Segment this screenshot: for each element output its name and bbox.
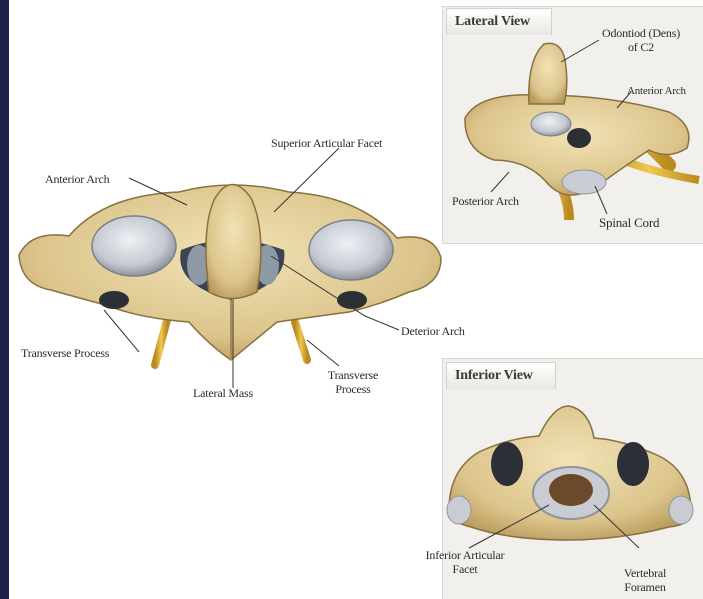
label-transverse-process-right-line2: Process <box>323 382 383 396</box>
label-lateral-anterior-arch: Anterior Arch <box>627 84 686 98</box>
label-inferior-articular-facet: Inferior Articular Facet <box>405 548 525 576</box>
inferior-view-title: Inferior View <box>455 368 533 384</box>
label-anterior-arch: Anterior Arch <box>45 172 109 186</box>
lateral-view-title: Lateral View <box>455 14 530 30</box>
label-vertebral-foramen: Vertebral Foramen <box>605 566 685 594</box>
label-vertebral-line1: Vertebral <box>605 566 685 580</box>
inferior-atlas-group <box>447 406 693 540</box>
label-deterior-arch: Deterior Arch <box>401 324 465 338</box>
atlas-illustration <box>9 0 703 599</box>
label-posterior-arch: Posterior Arch <box>452 194 519 208</box>
label-spinal-cord: Spinal Cord <box>599 216 659 230</box>
label-inferior-articular-line2: Facet <box>405 562 525 576</box>
label-odontoid: Odontiod (Dens) of C2 <box>581 26 701 54</box>
label-odontoid-line1: Odontiod (Dens) <box>581 26 701 40</box>
label-transverse-process-right: Transverse Process <box>323 368 383 396</box>
label-odontoid-line2: of C2 <box>581 40 701 54</box>
label-lateral-mass: Lateral Mass <box>193 386 253 400</box>
anatomy-canvas: Superior Articular Facet Anterior Arch T… <box>9 0 703 599</box>
main-atlas-group <box>19 184 441 365</box>
label-transverse-process-right-line1: Transverse <box>323 368 383 382</box>
label-inferior-articular-line1: Inferior Articular <box>405 548 525 562</box>
left-frame-bar <box>0 0 9 599</box>
label-transverse-process-left: Transverse Process <box>21 346 109 360</box>
label-superior-articular-facet: Superior Articular Facet <box>271 136 382 150</box>
label-vertebral-line2: Foramen <box>605 580 685 594</box>
